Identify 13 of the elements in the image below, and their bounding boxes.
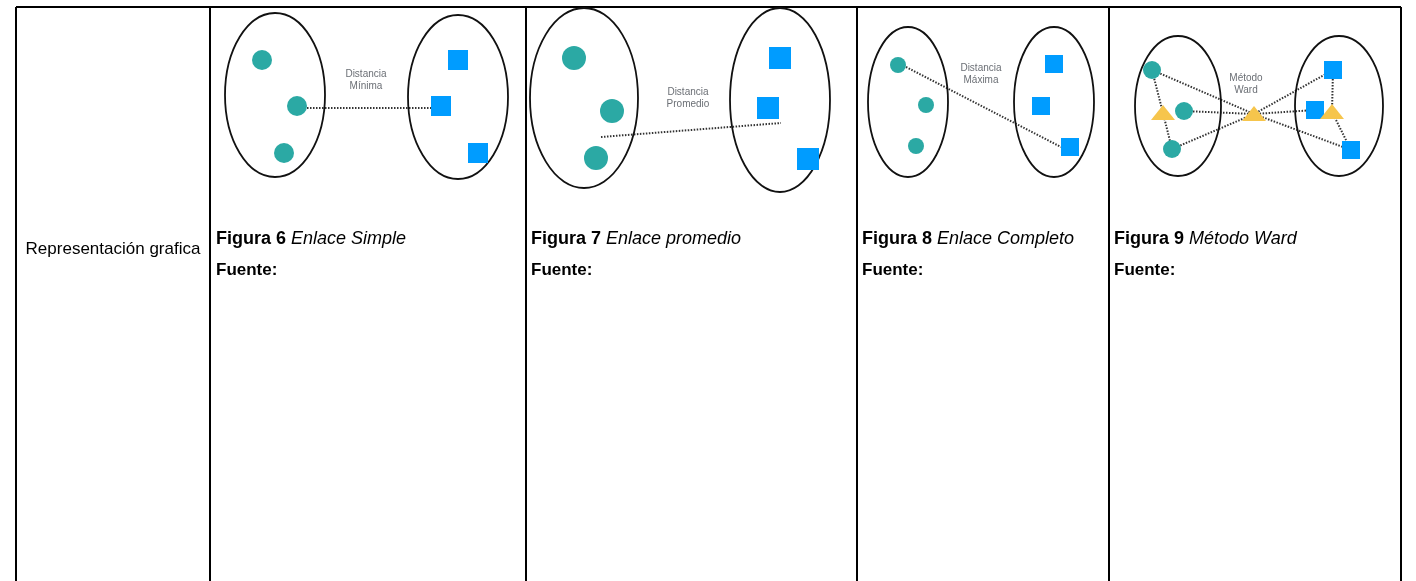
source-label: Fuente: <box>1114 260 1176 280</box>
source-label: Fuente: <box>216 260 278 280</box>
row-header: Representación grafica <box>24 238 202 260</box>
distance-label: Distancia Mínima <box>344 68 388 92</box>
distance-label: Distancia Promedio <box>665 86 711 110</box>
figure-caption: Figura 7 Enlace promedio <box>531 227 743 250</box>
distance-label: Método Ward <box>1228 72 1264 96</box>
source-label: Fuente: <box>862 260 924 280</box>
figure-caption: Figura 8 Enlace Completo <box>862 227 1076 250</box>
source-label: Fuente: <box>531 260 593 280</box>
figure-caption: Figura 6 Enlace Simple <box>216 227 408 250</box>
figure-caption: Figura 9 Método Ward <box>1114 227 1298 250</box>
distance-label: Distancia Máxima <box>959 62 1003 86</box>
